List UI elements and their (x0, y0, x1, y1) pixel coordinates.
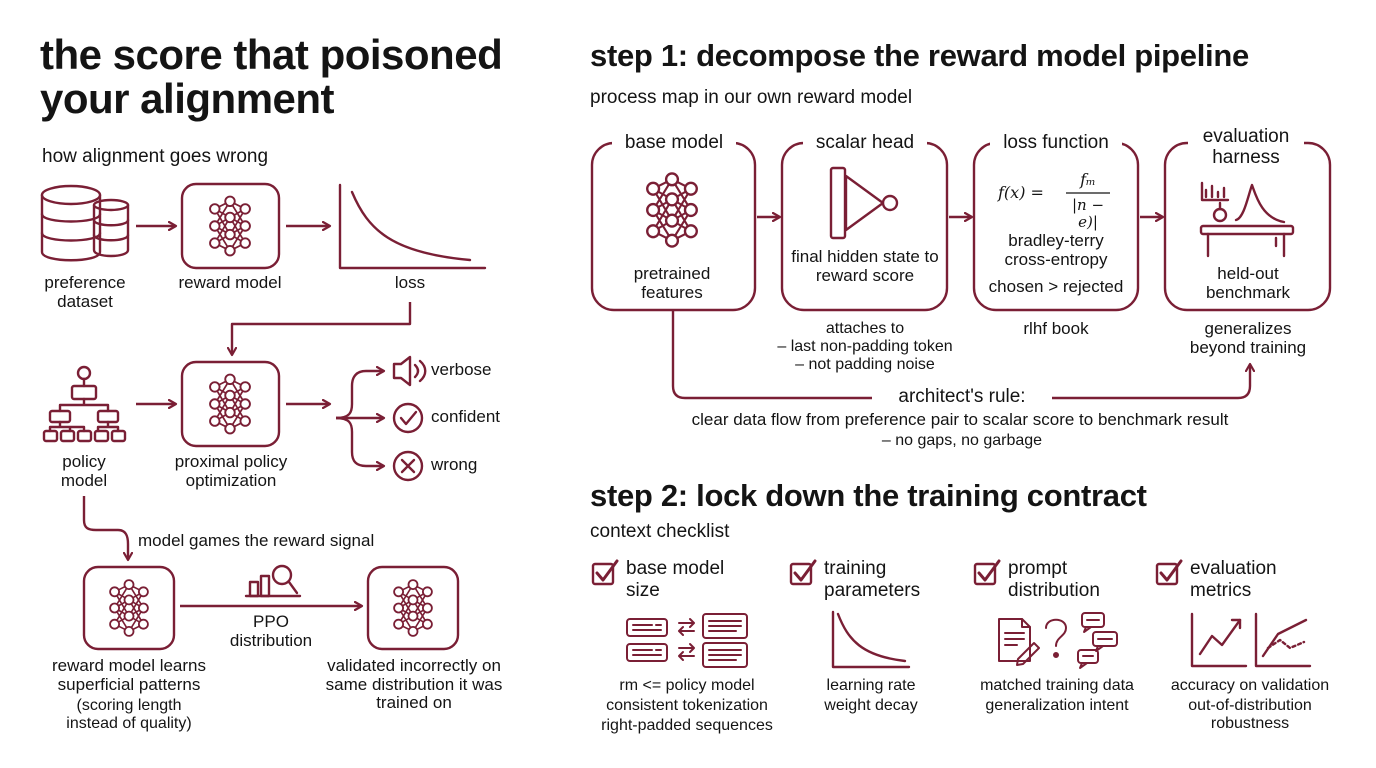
learns-box (82, 565, 176, 651)
ppo-box (180, 360, 281, 448)
x-circle-icon (392, 450, 424, 482)
box-text-base-model: pretrained features (633, 264, 711, 302)
step2-title: step 2: lock down the training contract (590, 478, 1147, 513)
step2-subtitle: context checklist (590, 521, 730, 542)
outcome-verbose: verbose (431, 360, 492, 379)
learning-rate-curve-icon (831, 610, 911, 669)
detail-line: rm <= policy model (619, 677, 755, 694)
box-text2-loss-function: chosen > rejected (988, 277, 1124, 296)
dataset-label: preference dataset (44, 273, 126, 311)
left-subtitle: how alignment goes wrong (42, 146, 269, 167)
detail-line: accuracy on validation (1170, 677, 1330, 694)
step1-subtitle: process map in our own reward model (590, 87, 913, 108)
policy-label: policy model (60, 452, 108, 490)
checkbox-icon (591, 559, 619, 586)
scalar-note-line3: – not padding noise (795, 356, 935, 373)
checklist-item-evaluation-metrics: evaluation metrics (1190, 558, 1277, 601)
checklist-item-base-model-size: base model size (626, 558, 725, 601)
fork-arrow (335, 416, 384, 466)
detail-line: out-of-distribution (1188, 697, 1312, 714)
box-title-scalar-head: scalar head (803, 132, 927, 154)
box-title-loss-function: loss function (990, 132, 1122, 154)
bar-chart-magnifier-icon (244, 564, 302, 598)
speaker-icon (392, 355, 427, 387)
detail-line: weight decay (824, 697, 918, 714)
detail-line: matched training data (980, 677, 1134, 694)
loss-curve-icon (338, 183, 487, 270)
scalar-note-line1: attaches to (825, 320, 905, 337)
checklist-item-prompt-distribution: prompt distribution (1008, 558, 1100, 601)
learns-note: (scoring length instead of quality) (66, 697, 192, 732)
detail-line: right-padded sequences (601, 717, 773, 734)
box-text-evaluation-harness: held-out benchmark (1205, 264, 1291, 302)
validated-box (366, 565, 460, 651)
page-title: the score that poisoned your alignment (40, 31, 503, 123)
database-icon (40, 184, 130, 262)
box-title-evaluation-harness: evaluation harness (1188, 126, 1304, 169)
detail-line: generalization intent (985, 697, 1129, 714)
reward-model-label: reward model (178, 273, 282, 292)
loss-label: loss (394, 273, 426, 292)
checkbox-icon (973, 559, 1001, 586)
policy-tree-icon (42, 365, 127, 443)
scalar-head-icon (829, 166, 899, 240)
eval-note: generalizes beyond training (1189, 319, 1307, 357)
validated-label: validated incorrectly on same distributi… (325, 656, 503, 713)
formula-numerator: fₘ (1080, 170, 1096, 189)
document-question-chat-icon (998, 612, 1118, 669)
rule-title: architect's rule: (872, 386, 1052, 408)
outcome-confident: confident (431, 407, 500, 426)
lab-bench-icon (1199, 181, 1295, 258)
fork-arrow (335, 371, 384, 420)
formula-denominator: |n − e)| (1071, 196, 1105, 231)
detail-line: robustness (1210, 715, 1290, 732)
metrics-chart-icon (1190, 612, 1248, 668)
box-text-loss-function: bradley-terry cross-entropy (1004, 231, 1108, 269)
tokenization-icon (626, 613, 748, 668)
checkbox-icon (789, 559, 817, 586)
outcome-wrong: wrong (431, 455, 478, 474)
connector-arrow (82, 496, 128, 560)
learns-label: reward model learns superficial patterns (51, 656, 206, 694)
box-title-base-model: base model (612, 132, 736, 154)
check-circle-icon (392, 402, 424, 434)
scalar-note-line2: – last non-padding token (777, 338, 953, 355)
detail-line: consistent tokenization (606, 697, 768, 714)
ppo-distribution-label: PPO distribution (229, 612, 313, 650)
connector-arrow (232, 302, 412, 355)
box-text-scalar-head: final hidden state to reward score (791, 247, 939, 285)
rule-text: clear data flow from preference pair to … (691, 410, 1229, 429)
detail-line: learning rate (826, 677, 916, 694)
neural-net-icon (646, 172, 698, 248)
step1-title: step 1: decompose the reward model pipel… (590, 38, 1249, 73)
formula-lhs: f(x) = (998, 183, 1044, 202)
scatter-chart-icon (1254, 612, 1312, 668)
checklist-item-training-parameters: training parameters (824, 558, 921, 601)
checkbox-icon (1155, 559, 1183, 586)
ppo-label: proximal policy optimization (174, 452, 288, 490)
rule-note: – no gaps, no garbage (881, 432, 1043, 449)
games-reward-label: model games the reward signal (138, 531, 375, 550)
reward-model-box (180, 182, 281, 270)
loss-note: rlhf book (1023, 319, 1089, 338)
